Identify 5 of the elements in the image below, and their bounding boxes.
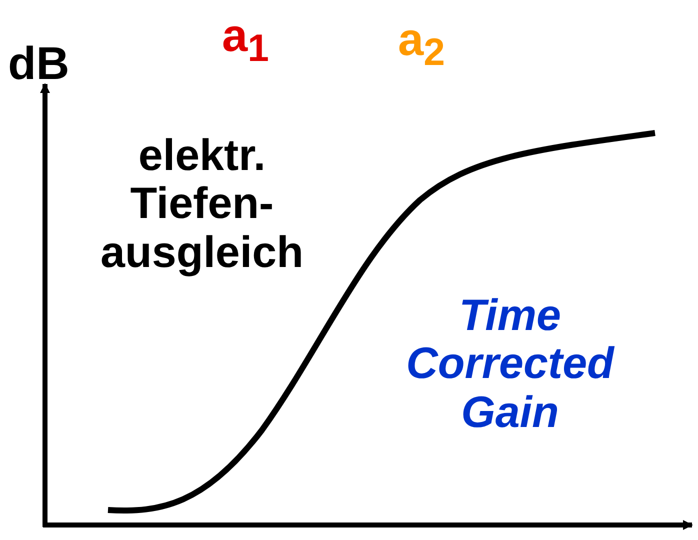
point-label: a$_{2}$	[398, 14, 445, 74]
point-label: a$_{1}$	[222, 10, 269, 70]
axis-label: dB	[8, 38, 70, 89]
annotation-text: elektr. Tiefen- ausgleich	[100, 132, 304, 278]
annotation-text: Time Corrected Gain	[405, 292, 616, 438]
